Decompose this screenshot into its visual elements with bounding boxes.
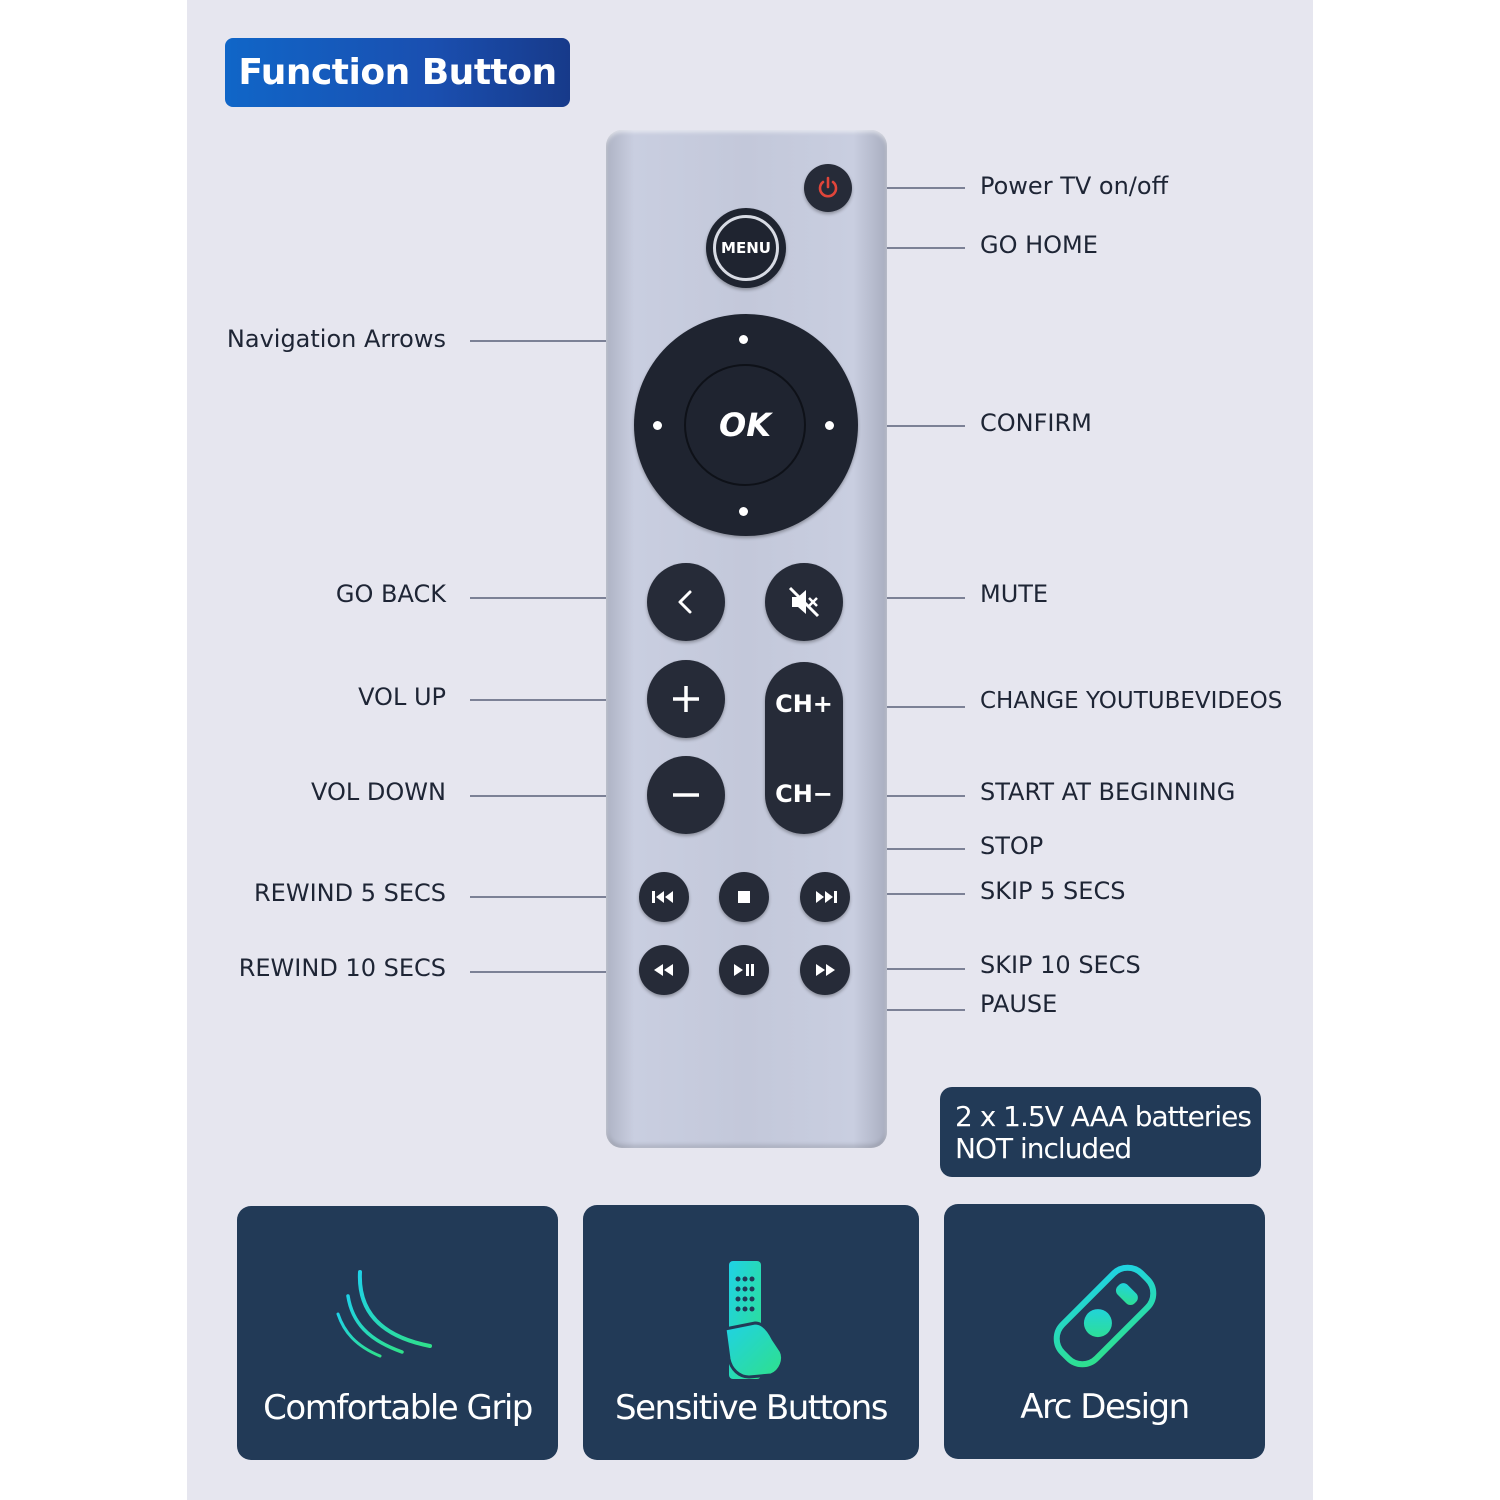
plus-icon [673,686,699,712]
label-skip5: SKIP 5 SECS [980,877,1126,905]
label-vol-up: VOL UP [358,683,446,711]
volume-up-button[interactable] [647,660,725,738]
feature-card-arc: Arc Design [944,1204,1265,1459]
left-arrow-dot[interactable] [653,421,662,430]
feature-label-arc: Arc Design [1020,1387,1190,1427]
rewind-5-button[interactable] [639,872,689,922]
label-back: GO BACK [335,580,446,608]
label-pause: PAUSE [980,990,1058,1018]
menu-button[interactable]: MENU [706,208,786,288]
volume-down-button[interactable] [647,756,725,834]
label-power: Power TV on/off [980,172,1169,200]
right-arrow-dot[interactable] [825,421,834,430]
skip-forward-icon [816,891,837,903]
play-pause-button[interactable] [719,945,769,995]
minus-icon [673,793,699,797]
label-stop: STOP [980,832,1044,860]
label-navigation: Navigation Arrows [226,325,446,353]
channel-down-button[interactable]: CH− [775,780,833,808]
channel-rocker[interactable]: CH+ CH− [765,662,843,834]
menu-label: MENU [713,215,779,281]
up-arrow-dot[interactable] [739,335,748,344]
label-skip10: SKIP 10 SECS [980,951,1141,979]
chevron-left-icon [678,590,692,614]
battery-note-line1: 2 x 1.5V AAA batteries [955,1100,1252,1133]
ok-button[interactable]: OK [684,364,806,486]
label-rewind10: REWIND 10 SECS [238,954,446,982]
feature-card-buttons: Sensitive Buttons [583,1205,919,1460]
feature-card-grip: Comfortable Grip [237,1206,558,1460]
back-button[interactable] [647,563,725,641]
battery-note: 2 x 1.5V AAA batteries NOT included [940,1087,1261,1177]
stop-icon [738,891,750,903]
fast-forward-icon [816,964,835,976]
feature-label-buttons: Sensitive Buttons [615,1388,888,1428]
play-pause-icon [734,964,754,976]
label-home: GO HOME [980,231,1098,259]
label-confirm: CONFIRM [980,409,1092,437]
stop-button[interactable] [719,872,769,922]
curved-lines-icon [336,1270,432,1358]
rewind-10-button[interactable] [639,945,689,995]
hand-remote-icon [723,1261,785,1379]
label-channel-down: START AT BEGINNING [980,778,1236,806]
label-channel-up: CHANGE YOUTUBEVIDEOS [980,688,1283,714]
page-title: Function Button [225,38,570,107]
mute-icon [788,586,820,618]
label-mute: MUTE [980,580,1049,608]
down-arrow-dot[interactable] [739,507,748,516]
skip-back-icon [652,891,673,903]
mute-button[interactable] [765,563,843,641]
rewind-icon [654,964,673,976]
skip-5-button[interactable] [800,872,850,922]
skip-10-button[interactable] [800,945,850,995]
channel-up-button[interactable]: CH+ [775,690,833,718]
arc-remote-icon [1053,1264,1156,1368]
label-vol-down: VOL DOWN [311,778,446,806]
power-icon [818,176,838,198]
label-rewind5: REWIND 5 SECS [254,879,446,907]
battery-note-line2: NOT included [955,1132,1132,1165]
power-button[interactable] [804,164,852,212]
feature-label-grip: Comfortable Grip [263,1388,533,1428]
